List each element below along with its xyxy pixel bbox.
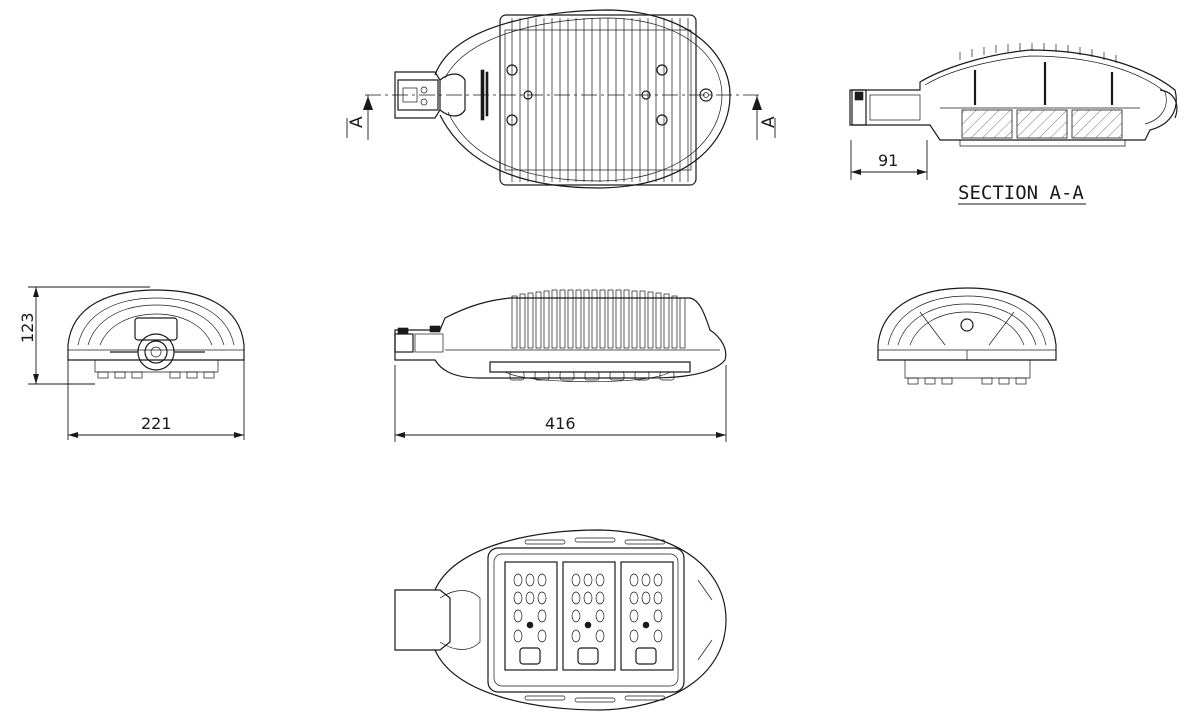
- dim-side-length: 416: [545, 414, 576, 433]
- dim-front-width: 221: [141, 414, 172, 433]
- rear-view: [877, 287, 1057, 385]
- section-a-a-view: 91 SECTION A-A: [849, 43, 1178, 205]
- section-marker-left: A: [347, 116, 367, 128]
- side-view: 416: [394, 289, 727, 442]
- section-title: SECTION A-A: [958, 182, 1084, 204]
- section-marker-right: A: [759, 116, 779, 128]
- dim-front-height: 123: [18, 312, 37, 343]
- front-view: 123 221: [18, 286, 245, 440]
- top-view: A A: [346, 9, 779, 189]
- dim-section-width: 91: [878, 151, 898, 170]
- bottom-view: [394, 529, 727, 711]
